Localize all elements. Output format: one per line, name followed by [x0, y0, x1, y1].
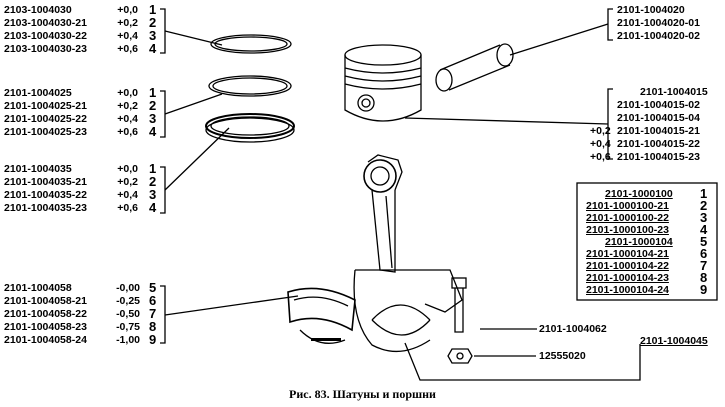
size-value: +0,4	[117, 30, 138, 42]
bracket-pin	[607, 8, 613, 41]
part-code: 2101-1000104-24	[586, 284, 669, 296]
size-value: +0,2	[117, 176, 138, 188]
size-value: +0,4	[117, 189, 138, 201]
index-number: 3	[149, 111, 157, 126]
index-number: 3	[149, 187, 157, 202]
index-number: 1	[700, 186, 708, 201]
rod-bolt-code: 2101-1004062	[539, 323, 607, 335]
leader-rod-assembly	[404, 342, 641, 381]
size-value: -0,00	[116, 282, 140, 294]
size-value: +0,6	[117, 202, 138, 214]
size-value: +0,4	[117, 113, 138, 125]
leader-bearing	[164, 295, 299, 316]
index-number: 1	[149, 85, 157, 100]
size-value: +0,6	[117, 126, 138, 138]
index-number: 6	[149, 293, 157, 308]
part-code: 2101-1004035-22	[4, 189, 87, 201]
part-code: 2101-1000100-21	[586, 200, 669, 212]
index-number: 6	[700, 246, 708, 261]
part-code: 2103-1004030-23	[4, 43, 87, 55]
index-number: 1	[149, 161, 157, 176]
part-code: 2101-1004015-21	[617, 125, 700, 137]
part-code: 2101-1000104-21	[586, 248, 669, 260]
part-code: 2103-1004030-21	[4, 17, 87, 29]
part-code: 2101-1004058-24	[4, 334, 87, 346]
leader-second-ring	[164, 93, 223, 115]
part-code: 2101-1000104-23	[586, 272, 669, 284]
part-code: 2101-1004020	[617, 4, 685, 16]
size-value: -0,25	[116, 295, 140, 307]
index-number: 4	[700, 222, 708, 237]
bracket-second-rings	[160, 90, 166, 138]
rod-assembly-code: 2101-1004045	[640, 335, 708, 347]
part-code: 2101-1004015	[640, 86, 708, 98]
index-number: 2	[149, 15, 157, 30]
index-number: 9	[149, 332, 157, 347]
size-value: +0,0	[117, 87, 138, 99]
leader-oil-ring	[164, 127, 230, 191]
part-code: 2101-1004058	[4, 282, 72, 294]
part-code: 2101-1000104	[605, 236, 673, 248]
index-number: 2	[149, 98, 157, 113]
part-code: 2103-1004030	[4, 4, 72, 16]
bracket-bearing	[160, 285, 166, 344]
index-number: 2	[700, 198, 708, 213]
part-code: 2101-1004025-21	[4, 100, 87, 112]
index-number: 5	[149, 280, 157, 295]
part-code: 2101-1004035-23	[4, 202, 87, 214]
size-value: +0,2	[117, 17, 138, 29]
index-number: 2	[149, 174, 157, 189]
index-number: 5	[700, 234, 708, 249]
leader-pin	[509, 23, 609, 56]
part-code: 2101-1004058-21	[4, 295, 87, 307]
index-number: 3	[149, 28, 157, 43]
index-number: 9	[700, 282, 708, 297]
size-value: +0,6	[117, 43, 138, 55]
part-code: 2101-1004015-23	[617, 151, 700, 163]
size-value: +0,2	[590, 125, 611, 137]
size-value: +0,2	[117, 100, 138, 112]
part-code: 2101-1004025-22	[4, 113, 87, 125]
part-code: 2101-1000100	[605, 188, 673, 200]
size-value: +0,0	[117, 4, 138, 16]
figure-caption: Рис. 83. Шатуны и поршни	[289, 387, 436, 401]
index-number: 8	[149, 319, 157, 334]
leader-piston	[404, 117, 609, 125]
size-value: -0,75	[116, 321, 140, 333]
size-value: +0,6	[590, 151, 611, 163]
size-value: +0,0	[117, 163, 138, 175]
rod-table-frame	[576, 182, 718, 301]
part-code: 2101-1004015-04	[617, 112, 700, 124]
part-code: 2103-1004030-22	[4, 30, 87, 42]
rod-nut-code: 12555020	[539, 350, 586, 362]
bracket-oil-rings	[160, 166, 166, 214]
index-number: 1	[149, 2, 157, 17]
index-number: 8	[700, 270, 708, 285]
index-number: 7	[700, 258, 708, 273]
part-code: 2101-1004025	[4, 87, 72, 99]
part-code: 2101-1004058-23	[4, 321, 87, 333]
part-code: 2101-1004020-01	[617, 17, 700, 29]
index-number: 4	[149, 200, 157, 215]
part-code: 2101-1004035-21	[4, 176, 87, 188]
bracket-top-rings	[160, 8, 166, 54]
index-number: 7	[149, 306, 157, 321]
index-number: 4	[149, 41, 157, 56]
part-code: 2101-1004025-23	[4, 126, 87, 138]
index-number: 3	[700, 210, 708, 225]
size-value: +0,4	[590, 138, 611, 150]
part-code: 2101-1000100-22	[586, 212, 669, 224]
part-code: 2101-1000100-23	[586, 224, 669, 236]
size-value: -1,00	[116, 334, 140, 346]
part-code: 2101-1000104-22	[586, 260, 669, 272]
part-code: 2101-1004058-22	[4, 308, 87, 320]
size-value: -0,50	[116, 308, 140, 320]
leader-top-ring	[164, 30, 223, 46]
index-number: 4	[149, 124, 157, 139]
part-code: 2101-1004020-02	[617, 30, 700, 42]
part-code: 2101-1004035	[4, 163, 72, 175]
part-code: 2101-1004015-02	[617, 99, 700, 111]
part-code: 2101-1004015-22	[617, 138, 700, 150]
